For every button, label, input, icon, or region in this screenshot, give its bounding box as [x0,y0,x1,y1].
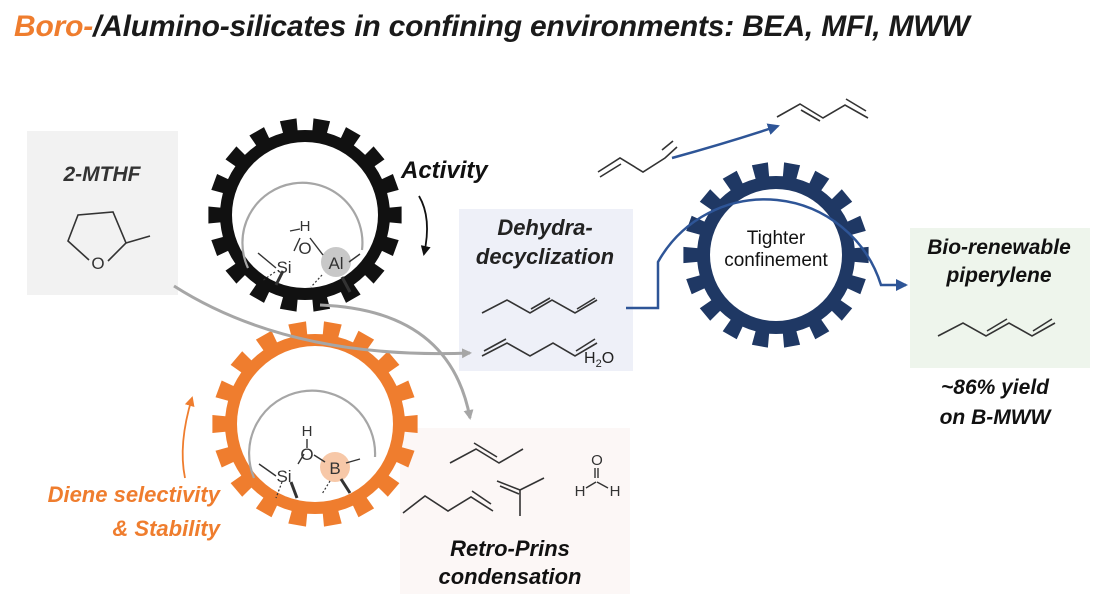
yield-line2: on B-MWW [940,406,1053,429]
dehydra-title-line1: Dehydra- [497,215,592,240]
al-site-gear [208,118,402,312]
selectivity-label-line1: Diene selectivity [48,482,222,507]
b-h-atom: H [302,423,313,440]
formaldehyde-h-left: H [575,483,586,500]
formaldehyde [585,468,609,489]
mthf-oxygen: O [91,254,104,273]
title-highlight: Boro- [14,10,93,43]
al-o-atom: O [298,239,311,258]
product-molecule [937,318,1056,337]
retro-title-line1: Retro-Prins [450,536,570,561]
pentadiene-molecule [481,338,598,357]
water-subscript: 2 [596,358,602,370]
b-o-atom: O [300,445,313,464]
mthf-structure [67,211,151,262]
b-si-atom: Si [276,467,291,486]
confinement-gear [683,162,869,348]
title-rest: /Alumino-silicates in confining environm… [92,10,970,43]
b-atom-halo [320,452,350,482]
product-line1: Bio-renewable [927,236,1071,259]
al-metal-atom: Al [328,254,343,273]
pathway-arrow-dehydra [173,284,472,359]
al-site-structure [257,228,361,293]
retro-title-line2: condensation [438,564,581,589]
al-atom-halo [321,247,351,277]
dehydra-box [459,209,633,371]
al-si-atom: Si [276,258,291,277]
water-label: H2O [584,350,614,370]
confinement-line1: Tighter [747,228,806,249]
b-site-gear [212,321,418,527]
b-metal-atom: B [329,459,340,478]
confinement-line2: confinement [724,250,828,271]
pentadiene-input [597,140,678,178]
retro-box [400,428,630,594]
pathway-arrow-retro [319,303,474,420]
selectivity-label-line2: & Stability [112,516,221,541]
page-title: Boro-/Alumino-silicates in confining env… [14,10,970,44]
piperylene-output [776,98,869,122]
yield-line1: ~86% yield [941,376,1050,399]
product-box [910,228,1090,368]
reject-flow-arrow [671,123,780,160]
feed-label: 2-MTHF [63,163,142,186]
product-line2: piperylene [945,264,1051,287]
selectivity-arrow [181,396,195,479]
formaldehyde-o: O [591,452,603,469]
water-o: O [602,350,614,367]
al-h-atom: H [300,218,311,235]
confinement-flow-arrow [626,198,908,310]
retro-butene [449,442,524,464]
retro-pentene [402,490,494,514]
dehydra-title-line2: decyclization [476,244,614,269]
activity-label: Activity [400,157,489,184]
piperylene-molecule [481,297,598,314]
water-h: H [584,350,596,367]
activity-arrow [418,195,431,256]
b-site-structure [258,439,361,499]
retro-isobutene [496,477,545,516]
formaldehyde-h-right: H [610,483,621,500]
